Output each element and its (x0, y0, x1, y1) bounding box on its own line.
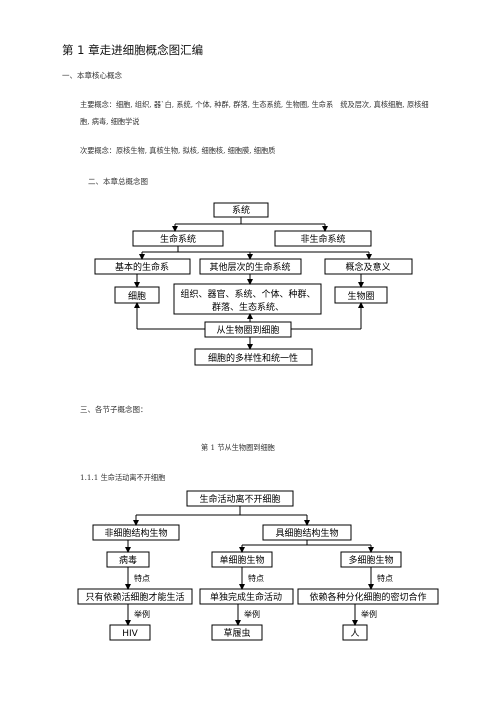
node-diversity: 细胞的多样性和统一性 (208, 352, 298, 364)
node-nonlife-system: 非生命系统 (300, 233, 345, 245)
node-desc2: 单独完成生命活动 (210, 591, 282, 603)
node-ex1: HIV (122, 629, 138, 639)
node-levels-line1: 组织、器官、系统、个体、种群、 (180, 288, 315, 300)
section-heading-sub-maps: 三、各节子概念图： (80, 405, 148, 414)
box-desc1 (77, 588, 193, 605)
node-desc3: 依赖各种分化细胞的密切合作 (309, 591, 426, 603)
page-title: 第 1 章走进细胞概念图汇编 (62, 43, 204, 57)
node-concept-meaning: 概念及意义 (345, 261, 390, 273)
box-diversity (194, 348, 313, 366)
node-system: 系统 (232, 204, 250, 216)
node-other-levels: 其他层次的生命系统 (209, 261, 290, 273)
main-concepts-paragraph: 主要概念：细胞, 组织, 器`白, 系统, 个体, 种群, 群落, 生态系统, … (80, 100, 429, 126)
node-ex2: 草履虫 (223, 627, 250, 639)
section-heading-overview-map: 二、本章总概念图 (88, 177, 148, 186)
node-levels-line2: 群落、生态系统、 (212, 301, 284, 313)
label-feature1: 特点 (134, 573, 150, 583)
subsection-title: 第 1 节从生物圈到细胞 (201, 443, 275, 452)
node-from-biosphere: 从生物圈到细胞 (216, 324, 279, 336)
node-top: 生命活动离不开细胞 (199, 493, 280, 505)
label-example3: 举例 (361, 609, 377, 619)
node-noncell: 非细胞结构生物 (104, 527, 167, 539)
box-levels (173, 283, 322, 315)
label-feature2: 特点 (248, 573, 264, 583)
node-multicell: 多细胞生物 (348, 554, 393, 566)
subsubsection-title: 1.1.1 生命活动离不开细胞 (80, 473, 166, 482)
node-virus: 病毒 (119, 554, 137, 566)
box-desc2 (199, 588, 294, 605)
section-heading-core-concepts: 一、本章核心概念 (62, 71, 122, 80)
node-desc1: 只有依赖活细胞才能生活 (85, 591, 184, 603)
node-cell: 细胞 (128, 290, 146, 302)
node-basic-life: 基本的生命系 (115, 261, 169, 273)
node-life-system: 生命系统 (160, 233, 196, 245)
node-cell-org: 具细胞结构生物 (275, 527, 338, 539)
node-biosphere: 生物圈 (347, 290, 374, 302)
node-unicell: 单细胞生物 (219, 554, 264, 566)
secondary-concepts-paragraph: 次要概念：原核生物, 真核生物, 拟核, 细胞核, 细胞膜, 细胞质 (80, 146, 276, 155)
label-example1: 举例 (134, 609, 150, 619)
node-ex3: 人 (350, 628, 359, 639)
label-feature3: 特点 (377, 573, 393, 583)
label-example2: 举例 (244, 609, 260, 619)
